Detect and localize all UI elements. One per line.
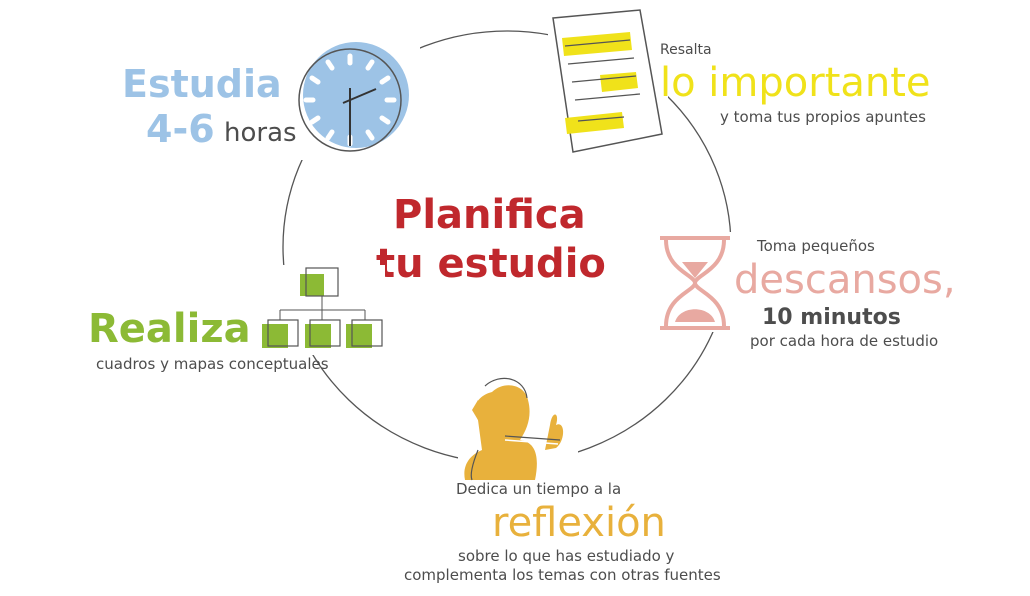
reflexion-post1: sobre lo que has estudiado y [458, 547, 675, 565]
estudia-label: Estudia [122, 62, 282, 106]
resalta-post: y toma tus propios apuntes [720, 108, 926, 126]
estudia-hours-amount: 4-6 [146, 107, 215, 151]
reflexion-highlight: reflexión [492, 500, 666, 546]
reflexion-pre: Dedica un tiempo a la [456, 480, 622, 498]
resalta-highlight: lo importante [660, 60, 931, 106]
descansos-highlight: descansos, [734, 257, 956, 303]
descansos-pre: Toma pequeños [757, 237, 875, 255]
descansos-amount: 10 minutos [762, 305, 901, 330]
realiza-highlight: Realiza [88, 306, 251, 352]
descansos-post: por cada hora de estudio [750, 332, 939, 350]
reflexion-post2: complementa los temas con otras fuentes [404, 566, 721, 584]
title-line2: tu estudio [376, 241, 606, 287]
title-line1: Planifica [393, 192, 586, 238]
resalta-pre: Resalta [660, 42, 712, 58]
realiza-post: cuadros y mapas conceptuales [96, 355, 329, 373]
estudia-hours-unit: horas [224, 118, 297, 148]
